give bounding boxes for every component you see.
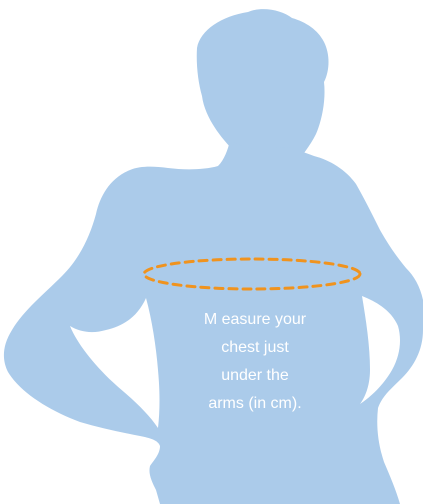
instruction-line-3: under the [170, 362, 340, 390]
instruction-line-4: arms (in cm). [170, 390, 340, 418]
instruction-line-1: M easure your [170, 306, 340, 334]
instruction-line-2: chest just [170, 334, 340, 362]
person-silhouette [4, 9, 423, 504]
measurement-instruction: M easure your chest just under the arms … [170, 306, 340, 418]
